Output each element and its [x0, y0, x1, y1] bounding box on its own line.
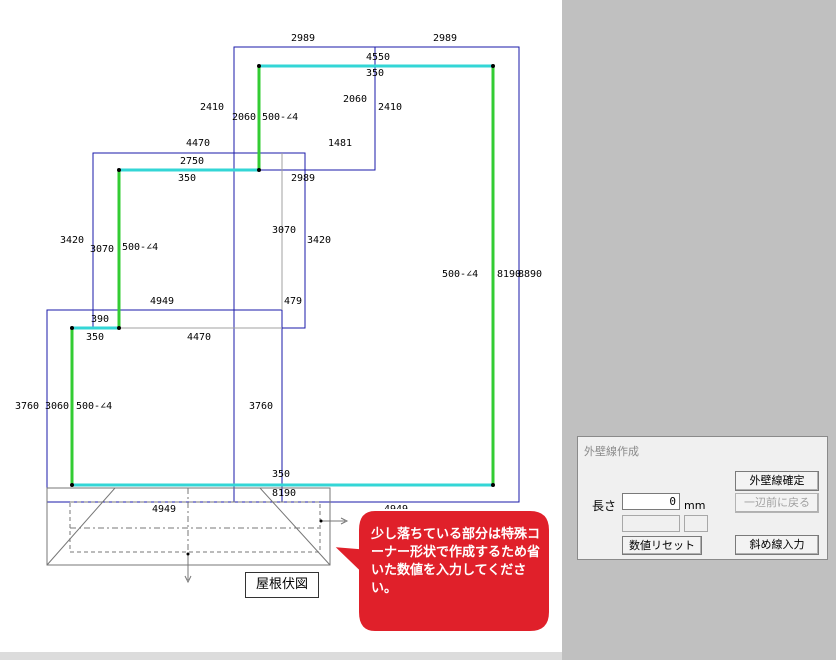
- roof-plan-schematic: [46, 487, 349, 584]
- floor-plan-drawing[interactable]: 2989 2989 4550 350 2410 2060 500-∠4 2060…: [0, 0, 562, 660]
- svg-text:4470: 4470: [186, 138, 210, 149]
- svg-text:4949: 4949: [152, 504, 176, 515]
- svg-text:2989: 2989: [291, 33, 315, 44]
- length-input[interactable]: 0: [622, 493, 680, 510]
- outline-upper-block: [233, 46, 520, 503]
- svg-text:8190: 8190: [497, 269, 521, 280]
- secondary-input[interactable]: [622, 515, 680, 532]
- svg-text:3760: 3760: [15, 401, 39, 412]
- outline-middle-block: [92, 152, 306, 329]
- right-panel-background: [562, 0, 836, 660]
- svg-text:500-∠4: 500-∠4: [76, 401, 112, 412]
- svg-text:8190: 8190: [272, 488, 296, 499]
- svg-text:3070: 3070: [272, 225, 296, 236]
- back-one-side-button[interactable]: 一辺前に戻る: [735, 493, 819, 513]
- svg-text:3420: 3420: [307, 235, 331, 246]
- svg-text:1481: 1481: [328, 138, 352, 149]
- svg-text:350: 350: [366, 68, 384, 79]
- svg-text:350: 350: [272, 469, 290, 480]
- svg-text:2060: 2060: [232, 112, 256, 123]
- confirm-wall-button[interactable]: 外壁線確定: [735, 471, 819, 491]
- dimension-labels: 2989 2989 4550 350 2410 2060 500-∠4 2060…: [15, 33, 542, 515]
- dialog-title: 外壁線作成: [584, 445, 639, 458]
- svg-text:350: 350: [178, 173, 196, 184]
- drawing-canvas[interactable]: 2989 2989 4550 350 2410 2060 500-∠4 2060…: [0, 0, 562, 660]
- svg-text:3070: 3070: [90, 244, 114, 255]
- svg-text:4550: 4550: [366, 52, 390, 63]
- length-label: 長さ: [592, 499, 617, 513]
- wall-lines: [70, 64, 495, 487]
- svg-text:4949: 4949: [150, 296, 174, 307]
- svg-text:500-∠4: 500-∠4: [442, 269, 478, 280]
- svg-text:350: 350: [86, 332, 104, 343]
- roof-plan-legend: 屋根伏図: [245, 572, 319, 598]
- svg-text:479: 479: [284, 296, 302, 307]
- diagonal-input-button[interactable]: 斜め線入力: [735, 535, 819, 555]
- exterior-wall-dialog[interactable]: 外壁線作成 外壁線確定 一辺前に戻る 長さ 0 mm 数値リセット 斜め線入力: [577, 436, 828, 560]
- reset-values-button[interactable]: 数値リセット: [622, 536, 702, 555]
- svg-text:390: 390: [91, 314, 109, 325]
- canvas-bottom-edge: [0, 652, 562, 660]
- svg-text:2989: 2989: [433, 33, 457, 44]
- svg-text:500-∠4: 500-∠4: [122, 242, 158, 253]
- svg-text:3060: 3060: [45, 401, 69, 412]
- callout-bubble: [330, 509, 551, 633]
- corner-points: [70, 64, 495, 487]
- svg-text:3760: 3760: [249, 401, 273, 412]
- svg-text:2989: 2989: [291, 173, 315, 184]
- inner-guides: [93, 153, 283, 329]
- svg-text:3420: 3420: [60, 235, 84, 246]
- unit-label: mm: [684, 499, 706, 512]
- svg-text:2410: 2410: [378, 102, 402, 113]
- angle-input[interactable]: [684, 515, 708, 532]
- svg-text:4470: 4470: [187, 332, 211, 343]
- callout-text: 少し落ちている部分は特殊コーナー形状で作成するため省いた数値を入力してください。: [371, 527, 541, 596]
- svg-text:2410: 2410: [200, 102, 224, 113]
- svg-text:2750: 2750: [180, 156, 204, 167]
- svg-text:8890: 8890: [518, 269, 542, 280]
- svg-text:500-∠4: 500-∠4: [262, 112, 298, 123]
- svg-text:2060: 2060: [343, 94, 367, 105]
